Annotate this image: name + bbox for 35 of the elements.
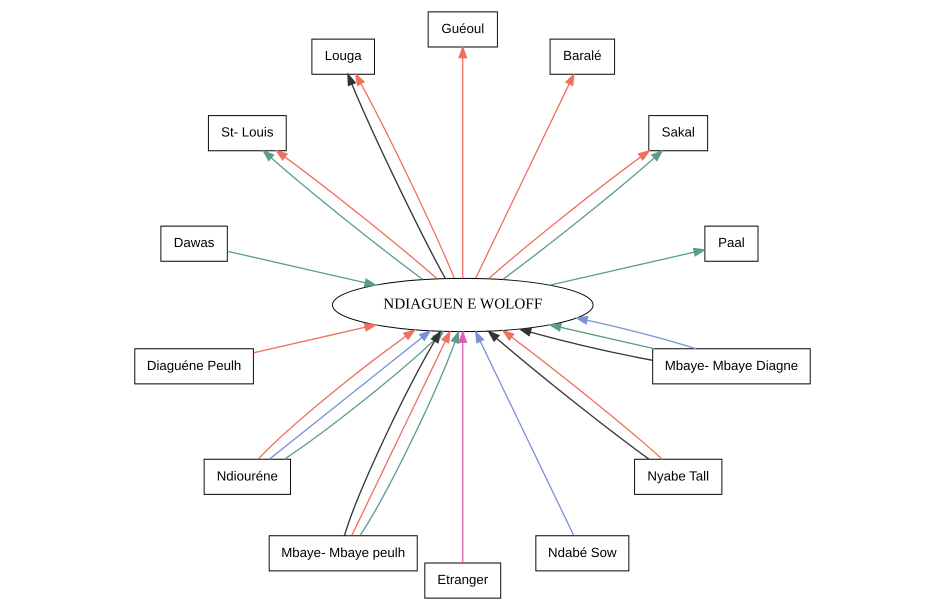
arrow xyxy=(458,45,467,278)
arrow xyxy=(346,72,446,279)
arrow xyxy=(574,316,696,350)
arrow xyxy=(274,150,437,280)
arrow xyxy=(474,72,574,278)
arrow xyxy=(354,72,454,278)
arrow xyxy=(502,149,664,280)
node-box: Ndabé Sow xyxy=(534,535,629,572)
arrow xyxy=(518,328,652,361)
arrow xyxy=(474,330,574,536)
node-box: Paal xyxy=(704,226,758,262)
node-box: Ndiouréne xyxy=(203,458,290,495)
node-box: Mbaye- Mbaye peulh xyxy=(268,535,418,572)
node-box: Sakal xyxy=(648,115,708,152)
node-box: St- Louis xyxy=(207,115,286,152)
arrow xyxy=(226,250,377,288)
arrow xyxy=(257,329,416,460)
arrow xyxy=(253,322,377,354)
node-box: Louga xyxy=(310,38,374,75)
arrow xyxy=(548,322,654,350)
node-box: Mbaye- Mbaye Diagne xyxy=(652,348,810,384)
arrow xyxy=(500,330,662,460)
arrow xyxy=(261,149,423,280)
arrow xyxy=(268,330,432,460)
arrow xyxy=(550,248,706,286)
node-box: Nyabe Tall xyxy=(634,458,722,495)
node-box: Guéoul xyxy=(427,11,498,48)
arrow xyxy=(458,330,467,563)
arrow xyxy=(488,150,650,280)
node-box: Baralé xyxy=(549,38,615,75)
node-box: Dawas xyxy=(160,226,228,262)
arrow xyxy=(486,330,649,460)
node-box: Diaguéne Peulh xyxy=(134,348,254,384)
node-box: Etranger xyxy=(424,562,501,599)
arrow xyxy=(343,330,441,536)
